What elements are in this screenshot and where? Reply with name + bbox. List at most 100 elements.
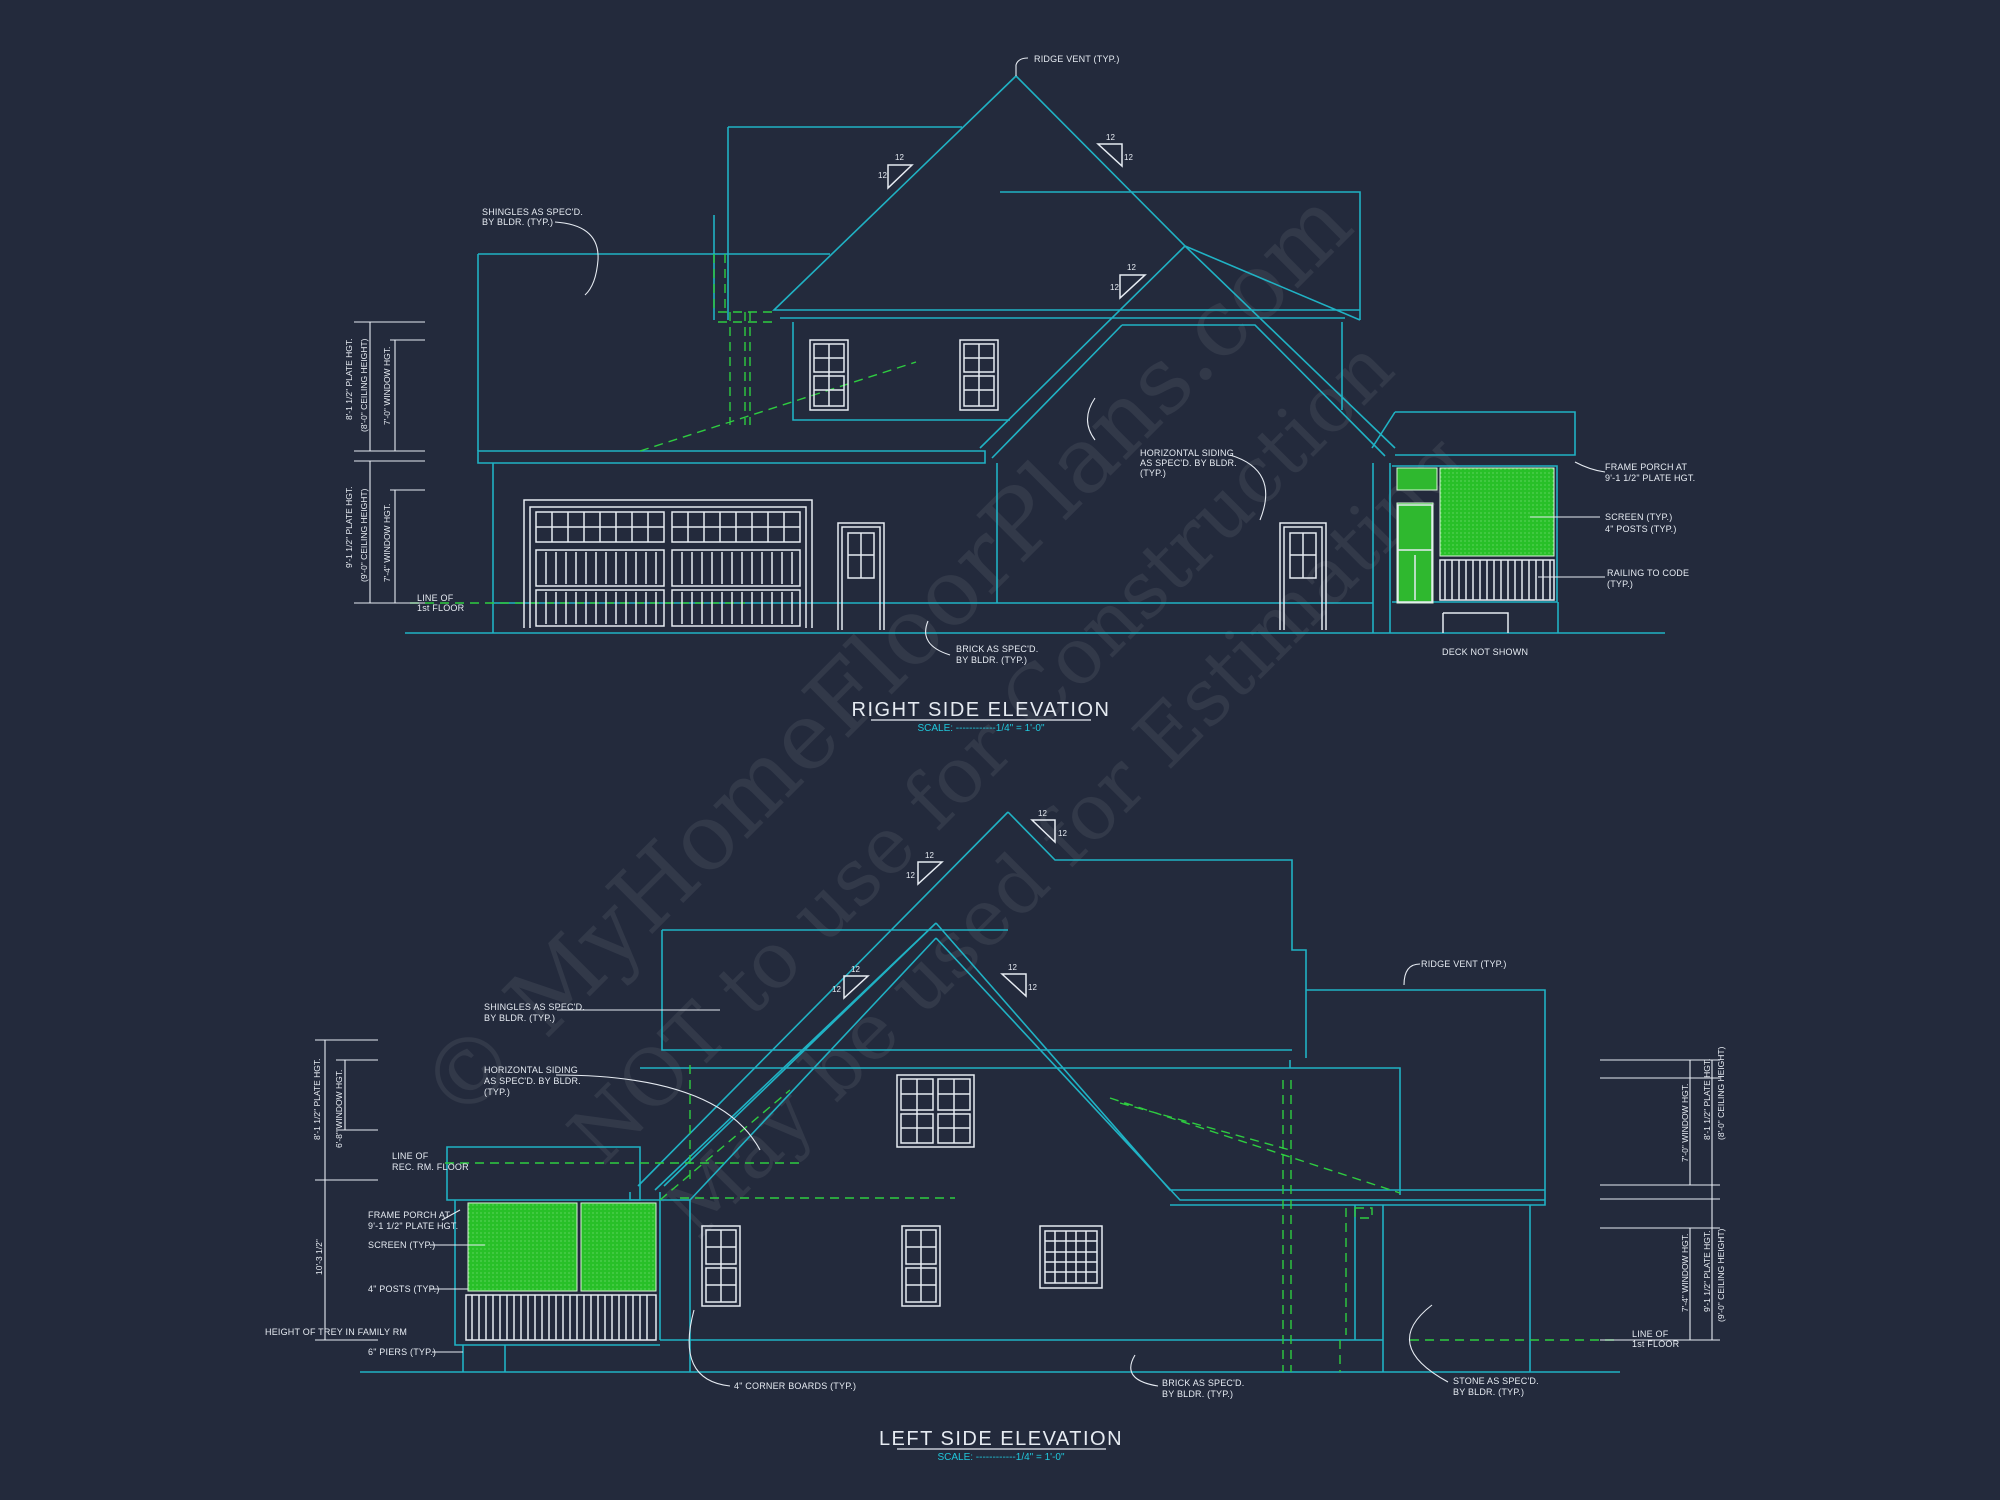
left-elevation-title: LEFT SIDE ELEVATION [879,1428,1123,1450]
porch-left [446,1146,660,1372]
ground-floor-wall [492,463,1391,633]
svg-text:4" POSTS (TYP.): 4" POSTS (TYP.) [368,1284,440,1294]
watermark: © MyHomeFloorPlans.com NOT to use for Co… [399,169,1485,1255]
svg-text:AS SPEC'D. BY BLDR.: AS SPEC'D. BY BLDR. [484,1076,581,1086]
dimension-strings-left-elev-right: 7'-0" WINDOW HGT. 8'-1 1/2" PLATE HGT. (… [1600,1046,1726,1341]
svg-text:9'-1 1/2" PLATE HGT.: 9'-1 1/2" PLATE HGT. [344,487,354,569]
side-door-1 [837,522,885,630]
svg-text:HEIGHT OF TREY IN FAMILY RM: HEIGHT OF TREY IN FAMILY RM [265,1327,407,1337]
right-side-elevation: 12 12 12 12 12 12 8'-1 1/2" PLATE HGT. (… [344,54,1695,734]
svg-text:12: 12 [906,871,915,880]
porch-screen-left-2 [580,1202,657,1292]
porch-railing-left [465,1294,657,1341]
svg-text:SCREEN (TYP.): SCREEN (TYP.) [368,1240,435,1250]
roof-pitch-symbol-l3: 12 12 [832,965,870,1000]
svg-text:12: 12 [895,153,904,162]
ground-window-3 [1039,1225,1103,1289]
svg-text:RAILING TO CODE: RAILING TO CODE [1607,568,1689,578]
svg-text:SCREEN (TYP.): SCREEN (TYP.) [1605,512,1672,522]
porch-railing [1439,559,1555,601]
svg-text:HORIZONTAL SIDING: HORIZONTAL SIDING [1140,448,1234,458]
svg-text:(TYP.): (TYP.) [1140,468,1166,478]
svg-text:1st FLOOR: 1st FLOOR [1632,1339,1680,1349]
svg-text:(9'-0" CEILING HEIGHT): (9'-0" CEILING HEIGHT) [1716,1228,1726,1322]
svg-text:FRAME PORCH AT: FRAME PORCH AT [1605,462,1687,472]
svg-text:BY BLDR. (TYP.): BY BLDR. (TYP.) [1453,1387,1524,1397]
svg-text:12: 12 [1110,283,1119,292]
svg-text:9'-1 1/2" PLATE HGT.: 9'-1 1/2" PLATE HGT. [1605,473,1695,483]
svg-text:12: 12 [1058,829,1067,838]
roof-pitch-symbol-l4: 12 12 [1000,963,1037,998]
svg-text:10'-3 1/2": 10'-3 1/2" [314,1239,324,1275]
svg-text:BY BLDR. (TYP.): BY BLDR. (TYP.) [484,1013,555,1023]
svg-text:12: 12 [851,965,860,974]
hidden-lines [639,254,917,452]
hidden-lines-left [445,1065,1620,1372]
svg-text:FRAME PORCH AT: FRAME PORCH AT [368,1210,450,1220]
svg-text:12: 12 [878,171,887,180]
side-door-2 [1279,522,1327,630]
svg-text:(8'-0" CEILING HEIGHT): (8'-0" CEILING HEIGHT) [1716,1046,1726,1140]
left-elevation-notes: RIDGE VENT (TYP.) SHINGLES AS SPEC'D. BY… [265,959,1680,1399]
svg-text:12: 12 [925,851,934,860]
svg-text:LINE OF: LINE OF [392,1151,429,1161]
svg-text:RIDGE VENT (TYP.): RIDGE VENT (TYP.) [1034,54,1120,64]
svg-text:STONE AS SPEC'D.: STONE AS SPEC'D. [1453,1376,1539,1386]
lower-eave [477,450,986,464]
svg-text:7'-4" WINDOW HGT.: 7'-4" WINDOW HGT. [382,504,392,582]
svg-text:6'-8" WINDOW HGT.: 6'-8" WINDOW HGT. [334,1070,344,1148]
roof-pitch-symbol-2: 12 12 [1096,133,1133,168]
svg-text:SHINGLES AS SPEC'D.: SHINGLES AS SPEC'D. [482,207,583,217]
svg-text:(9'-0" CEILING HEIGHT): (9'-0" CEILING HEIGHT) [359,488,369,582]
right-elevation-title: RIGHT SIDE ELEVATION [852,699,1111,721]
svg-text:BRICK AS SPEC'D.: BRICK AS SPEC'D. [956,644,1038,654]
svg-text:12: 12 [1028,983,1037,992]
svg-text:4" CORNER BOARDS (TYP.): 4" CORNER BOARDS (TYP.) [734,1381,856,1391]
roof-pitch-symbol-1: 12 12 [878,153,914,190]
porch-screen-top [1396,467,1438,491]
porch-step [1442,612,1509,633]
svg-text:6" PIERS (TYP.): 6" PIERS (TYP.) [368,1347,436,1357]
upper-window-1 [809,339,849,411]
svg-text:7'-4" WINDOW HGT.: 7'-4" WINDOW HGT. [1680,1234,1690,1312]
roof-pitch-symbol-l1: 12 12 [1030,809,1067,844]
svg-text:DECK NOT SHOWN: DECK NOT SHOWN [1442,647,1528,657]
right-elevation-scale: SCALE: ------------1/4" = 1'-0" [917,723,1045,734]
svg-text:BY BLDR. (TYP.): BY BLDR. (TYP.) [956,655,1027,665]
svg-text:9'-1 1/2" PLATE HGT.: 9'-1 1/2" PLATE HGT. [1702,1231,1712,1313]
dimension-strings-left-elev-left: 8'-1 1/2" PLATE HGT. 6'-8" WINDOW HGT. 1… [312,1039,378,1341]
svg-text:12: 12 [1124,153,1133,162]
dimension-strings-right-elev: 8'-1 1/2" PLATE HGT. (8'-0" CEILING HEIG… [344,321,425,604]
svg-text:9'-1 1/2" PLATE HGT.: 9'-1 1/2" PLATE HGT. [368,1221,458,1231]
svg-text:7'-0" WINDOW HGT.: 7'-0" WINDOW HGT. [1680,1084,1690,1162]
svg-text:7'-0" WINDOW HGT.: 7'-0" WINDOW HGT. [382,347,392,425]
svg-text:LINE OF: LINE OF [1632,1329,1669,1339]
svg-text:LINE OF: LINE OF [417,593,454,603]
left-side-elevation: 12 12 12 12 12 12 12 12 8'-1 1/2" PLATE … [265,809,1726,1463]
svg-text:(TYP.): (TYP.) [484,1087,510,1097]
svg-text:AS SPEC'D. BY BLDR.: AS SPEC'D. BY BLDR. [1140,458,1237,468]
svg-text:8'-1 1/2" PLATE HGT.: 8'-1 1/2" PLATE HGT. [1702,1059,1712,1141]
svg-text:BRICK AS SPEC'D.: BRICK AS SPEC'D. [1162,1378,1244,1388]
porch-screen-panel [1439,467,1555,557]
upper-roof [637,811,1546,1195]
front-gable [979,245,1396,459]
porch-screen-left-1 [467,1202,578,1292]
left-elevation-scale: SCALE: ------------1/4" = 1'-0" [937,1452,1065,1463]
svg-text:12: 12 [1008,963,1017,972]
svg-text:8'-1 1/2" PLATE HGT.: 8'-1 1/2" PLATE HGT. [312,1059,322,1141]
svg-text:8'-1 1/2" PLATE HGT.: 8'-1 1/2" PLATE HGT. [344,339,354,421]
porch-structure [1371,411,1576,633]
ground-walls-left [659,1192,1531,1372]
svg-text:RIDGE VENT (TYP.): RIDGE VENT (TYP.) [1421,959,1507,969]
svg-text:BY BLDR. (TYP.): BY BLDR. (TYP.) [482,217,553,227]
right-elevation-notes: RIDGE VENT (TYP.) SHINGLES AS SPEC'D. BY… [417,54,1695,665]
roof-pitch-symbol-3: 12 12 [1110,263,1147,300]
svg-text:1st FLOOR: 1st FLOOR [417,603,465,613]
svg-text:BY BLDR. (TYP.): BY BLDR. (TYP.) [1162,1389,1233,1399]
svg-text:12: 12 [1106,133,1115,142]
garage-door [523,499,813,628]
upper-window-2 [959,339,999,411]
ground-window-2 [901,1225,941,1307]
